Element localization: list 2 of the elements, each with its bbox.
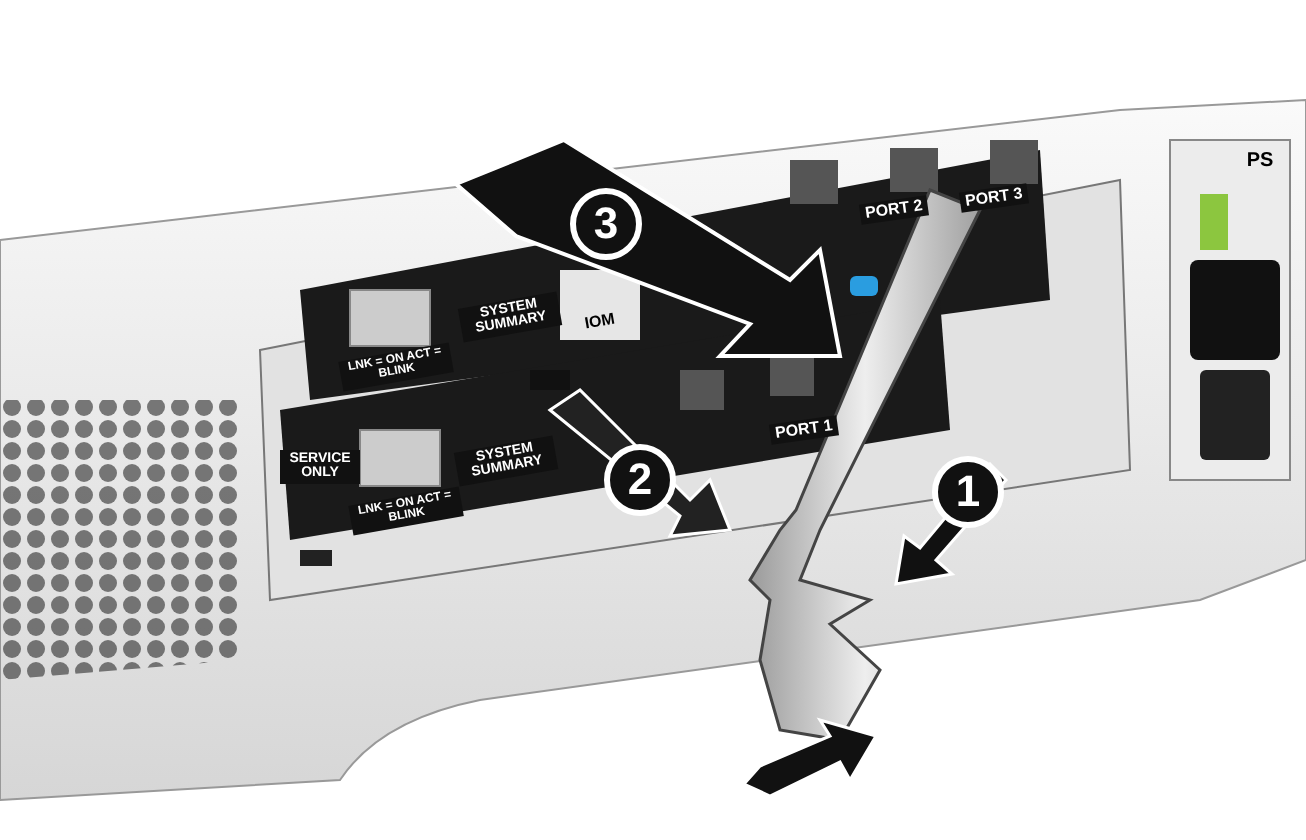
power-supply-label: PS [1244,152,1276,173]
module-label: IOM [581,309,619,336]
